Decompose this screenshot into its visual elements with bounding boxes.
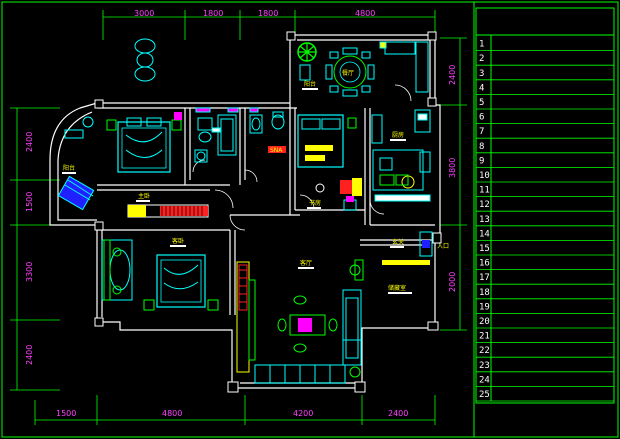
title-row-number: 4 [479,83,484,93]
label-underlines [62,88,412,294]
door-swings [192,84,412,231]
master-wardrobe [127,204,209,218]
balcony-table-icon [64,116,94,139]
dim-left-2: 1500 [25,192,34,212]
title-row-number: 24 [479,375,490,385]
living-plant-icon [349,264,361,378]
title-row-number: 9 [479,156,484,166]
dim-left-1: 2400 [25,132,34,152]
title-row-number: 11 [479,186,490,196]
title-row-number: 2 [479,54,484,64]
living-tv-cabinet [236,261,256,373]
room-label-guest-bedroom: 客卧 [172,237,184,245]
title-row-number: 1 [479,40,484,50]
dining-table-icon [325,47,375,97]
title-row-number: 16 [479,259,490,269]
study-desk-icon [315,178,362,211]
lounge-chairs-icon [134,38,156,82]
dim-bottom-2: 4800 [162,409,182,418]
room-label-entry: 玄关 [392,238,404,246]
cabinet-top-right [299,41,429,93]
dim-bottom-4: 2400 [388,409,408,418]
dim-top-1: 3000 [134,9,154,18]
room-label-bath: SNA [270,147,283,154]
title-row-number: 3 [479,69,484,79]
dim-top-3: 1800 [258,9,278,18]
dim-right-1: 2400 [448,65,457,85]
title-row-number: 10 [479,171,490,181]
dim-top-2: 1800 [203,9,223,18]
title-row-number: 8 [479,142,484,152]
room-labels: 阳台 餐厅 阳台 主卧 SNA 书房 厨房 客卧 客厅 玄关 入口 储藏室 [63,69,449,292]
dim-right-2: 3800 [448,158,457,178]
title-row-number: 18 [479,288,490,298]
room-label-balcony-top: 阳台 [304,80,316,88]
title-block-rows: 1234567891011121314151617181920212223242… [476,40,614,402]
dim-bottom-3: 4200 [293,409,313,418]
title-row-number: 25 [479,390,490,400]
title-row-number: 23 [479,361,490,371]
wall-columns [94,31,442,393]
plant-icon [297,42,317,62]
room-label-kitchen: 厨房 [392,131,404,139]
room-label-living-room: 客厅 [300,259,312,267]
room-label-dining-top: 餐厅 [342,69,354,77]
title-row-number: 6 [479,113,484,123]
stove-icon [371,109,431,202]
bath-label-icon [268,146,286,153]
room-label-foyer: 入口 [437,243,449,250]
title-row-number: 17 [479,273,490,283]
room-label-storage: 储藏室 [388,284,406,292]
guest-bed-icon [143,254,219,311]
bed-icon [106,112,182,173]
balcony-lounge-icon [57,175,95,211]
room-label-master-bedroom: 主卧 [138,192,150,200]
title-row-number: 14 [479,229,490,239]
dim-bottom-1: 1500 [56,409,76,418]
title-row-number: 19 [479,302,490,312]
bathtub-icon [195,107,259,156]
walls [49,34,441,389]
dimension-lines [10,10,467,425]
room-label-balcony-left: 阳台 [63,164,75,172]
entry-cabinet [354,231,433,281]
title-row-number: 22 [479,346,490,356]
study-bed-icon [297,114,357,168]
dimension-texts: 3000 1800 1800 4800 1500 4800 4200 2400 … [25,9,457,418]
toilet-icon [194,111,285,163]
living-dining-table-icon [277,295,338,353]
title-row-number: 20 [479,317,490,327]
dim-left-4: 2400 [25,345,34,365]
title-row-number: 7 [479,127,484,137]
title-row-number: 12 [479,200,490,210]
title-row-number: 15 [479,244,490,254]
title-row-number: 21 [479,332,490,342]
title-row-number: 13 [479,215,490,225]
title-row-number: 5 [479,98,484,108]
dim-left-3: 3300 [25,262,34,282]
sofa-icon [101,239,133,301]
dim-top-4: 4800 [355,9,375,18]
dim-right-3: 2000 [448,272,457,292]
room-label-study: 书房 [309,199,321,207]
title-block [475,7,615,404]
living-sofa-icon [254,289,362,384]
